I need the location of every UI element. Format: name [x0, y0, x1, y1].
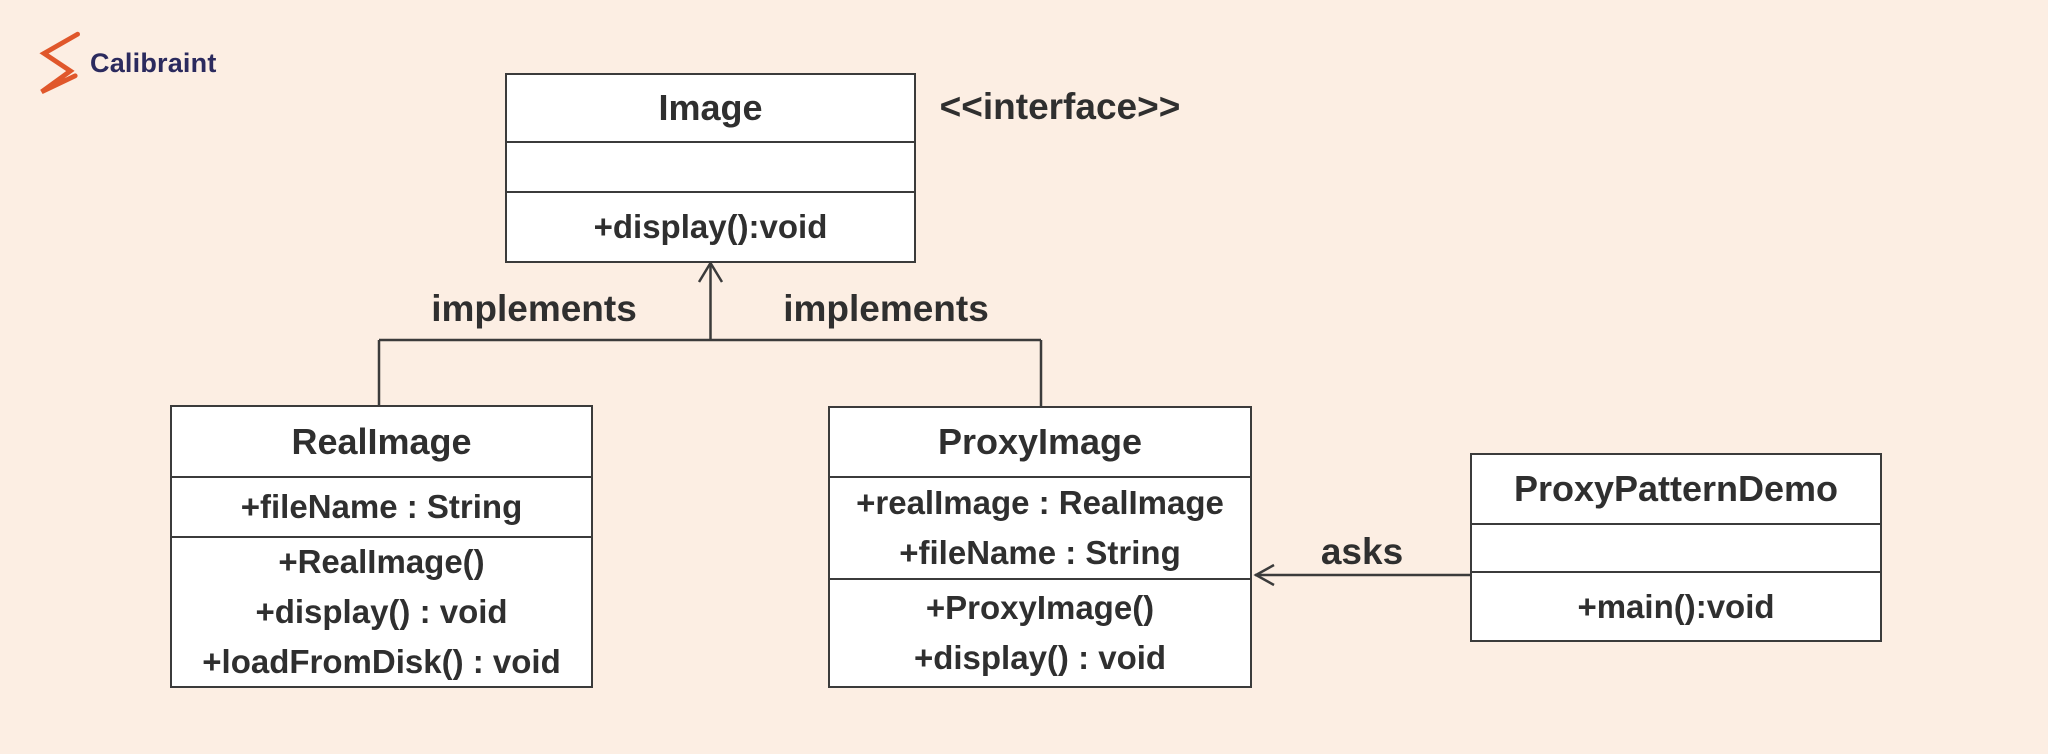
- implements-label-left: implements: [431, 288, 637, 329]
- class-attributes-proxypatterndemo: [1472, 523, 1880, 571]
- class-methods-proxypatterndemo: +main():void: [1472, 571, 1880, 640]
- class-attributes-realimage: +fileName : String: [172, 476, 591, 536]
- attribute-filename: +fileName : String: [240, 488, 523, 525]
- asks-arrowhead-icon: [1253, 563, 1275, 587]
- method-proxyimage-ctor: +ProxyImage(): [925, 589, 1155, 626]
- class-methods-image: +display():void: [507, 191, 914, 261]
- implements-arrowhead-icon: [697, 260, 724, 283]
- method-main: +main():void: [1577, 587, 1775, 625]
- attribute-filename: +fileName : String: [899, 534, 1181, 571]
- class-title-proxyimage: ProxyImage: [937, 421, 1143, 462]
- calibraint-logo-text: Calibraint: [90, 47, 217, 78]
- class-box-proxypatterndemo: ProxyPatternDemo +main():void: [1470, 453, 1882, 642]
- asks-label: asks: [1320, 531, 1404, 572]
- interface-stereotype-label: <<interface>>: [939, 86, 1181, 127]
- method-realimage-ctor: +RealImage(): [278, 543, 485, 580]
- class-attributes-image: [507, 141, 914, 191]
- method-display: +display() : void: [255, 593, 508, 630]
- implements-label-right: implements: [783, 288, 989, 329]
- attribute-realimage: +realImage : RealImage: [856, 484, 1224, 521]
- class-box-proxyimage: ProxyImage +realImage : RealImage +fileN…: [828, 406, 1252, 688]
- class-box-realimage: RealImage +fileName : String +RealImage(…: [170, 405, 593, 688]
- method-loadfromdisk: +loadFromDisk() : void: [202, 643, 561, 680]
- class-attributes-proxyimage: +realImage : RealImage +fileName : Strin…: [830, 476, 1250, 578]
- calibraint-logo: Calibraint: [36, 30, 217, 96]
- class-title-image: Image: [658, 87, 763, 128]
- class-title-realimage: RealImage: [291, 420, 472, 462]
- class-methods-proxyimage: +ProxyImage() +display() : void: [830, 578, 1250, 686]
- method-display: +display():void: [593, 208, 828, 245]
- method-display: +display() : void: [913, 639, 1167, 676]
- class-title-proxypatterndemo: ProxyPatternDemo: [1513, 468, 1839, 509]
- class-box-image: Image +display():void: [505, 73, 916, 263]
- class-methods-realimage: +RealImage() +display() : void +loadFrom…: [172, 536, 591, 686]
- calibraint-logo-icon: [39, 31, 80, 94]
